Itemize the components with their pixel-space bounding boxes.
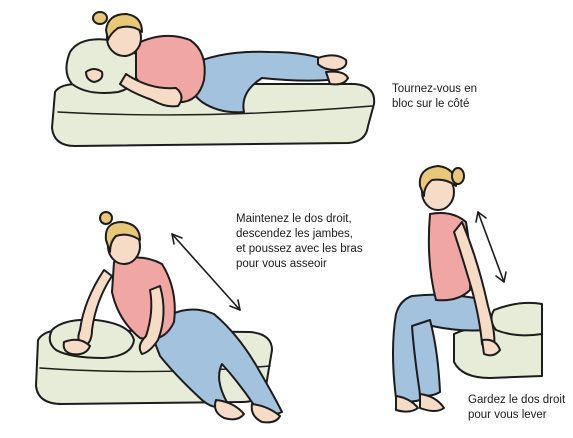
caption-line: et poussez avec les bras	[236, 242, 363, 257]
caption-step-2: Maintenez le dos droit, descendez les ja…	[236, 212, 363, 272]
scene-standing-up	[393, 166, 542, 412]
caption-line: Gardez le dos droit	[468, 393, 565, 408]
caption-line: pour vous asseoir	[236, 257, 363, 272]
motion-arrow-2	[172, 234, 240, 310]
scene-lying-on-side	[52, 12, 374, 146]
caption-line: Tournez-vous en	[392, 82, 477, 97]
caption-step-1: Tournez-vous en bloc sur le côté	[392, 82, 477, 112]
caption-line: pour vous lever	[468, 408, 565, 423]
caption-line: bloc sur le côté	[392, 97, 477, 112]
pillow-3	[491, 303, 542, 335]
caption-line: descendez les jambes,	[236, 227, 363, 242]
caption-line: Maintenez le dos droit,	[236, 212, 363, 227]
motion-arrow-3	[476, 212, 506, 282]
caption-step-3: Gardez le dos droit pour vous lever	[468, 393, 565, 423]
